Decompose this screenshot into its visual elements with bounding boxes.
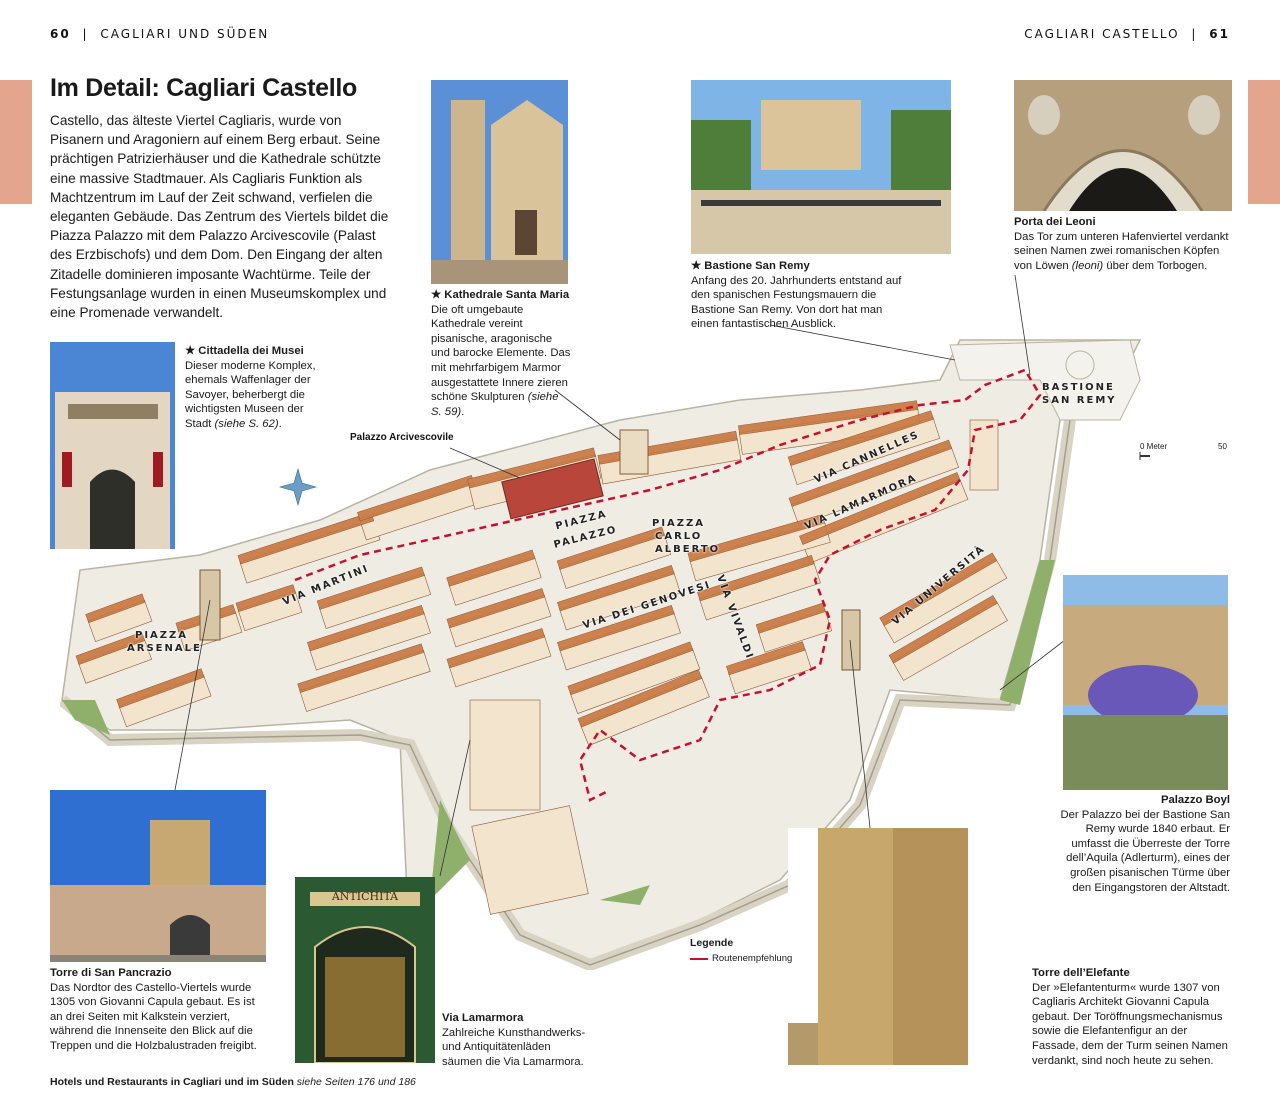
- legend-route-label: Routenempfehlung: [712, 953, 793, 964]
- scale-start: 0 Meter: [1140, 442, 1168, 451]
- grass-patch: [62, 700, 110, 735]
- grass-patch: [600, 885, 650, 905]
- caption-pancrazio: Torre di San Pancrazio Das Nordtor des C…: [50, 966, 270, 1054]
- caption-title: Bastione San Remy: [704, 260, 810, 272]
- label-bastione-1: BASTIONE: [1042, 382, 1115, 393]
- caption-cittadella: ★ Cittadella dei Musei Dieser moderne Ko…: [185, 344, 325, 432]
- bastione-rotunda: [1065, 350, 1095, 380]
- legend-title: Legende: [690, 937, 734, 949]
- photo-elefante: [788, 828, 1015, 1065]
- header-separator: |: [1191, 27, 1198, 41]
- star-icon: ★: [185, 345, 196, 357]
- footer-reference: Hotels und Restaurants in Cagliari und i…: [50, 1076, 416, 1088]
- building-blocks: [75, 400, 1008, 915]
- caption-text-end: über dem Torbogen.: [1106, 259, 1208, 272]
- caption-title: Porta dei Leoni: [1014, 216, 1096, 228]
- caption-elefante: Torre dell’Elefante Der »Elefantenturm« …: [1032, 966, 1232, 1068]
- caption-end: .: [461, 405, 465, 418]
- footer-italic: siehe Seiten 176 und 186: [296, 1076, 416, 1088]
- star-icon: ★: [691, 260, 702, 272]
- caption-text: Dieser moderne Komplex, ehemals Waffenla…: [185, 359, 316, 430]
- footer-bold: Hotels und Restaurants in Cagliari und i…: [50, 1076, 294, 1088]
- label-piazza-carlo-3: ALBERTO: [655, 544, 721, 555]
- compass-rose-icon: [278, 467, 318, 507]
- photo-bastione: [691, 80, 951, 254]
- page-header-right: CAGLIARI CASTELLO | 61: [1024, 27, 1230, 41]
- caption-kathedrale: ★ Kathedrale Santa Maria Die oft umgebau…: [431, 288, 571, 419]
- caption-palazzo-boyl: Palazzo Boyl Der Palazzo bei der Bastion…: [1052, 793, 1230, 895]
- caption-text: Die oft umgebaute Kathedrale vereint pis…: [431, 303, 571, 404]
- legend-route-swatch: [690, 958, 708, 960]
- chapter-tab-right: [1248, 80, 1280, 204]
- photo-lamarmora: ANTICHITÀ: [295, 877, 435, 1063]
- photo-kathedrale: [431, 80, 568, 284]
- caption-title: Kathedrale Santa Maria: [444, 289, 570, 301]
- scale-bar: [1139, 452, 1150, 460]
- photo-pancrazio: [50, 790, 266, 962]
- caption-bastione: ★ Bastione San Remy Anfang des 20. Jahrh…: [691, 259, 911, 332]
- scale-end: 50: [1218, 442, 1227, 451]
- grass-patch: [1000, 560, 1055, 705]
- label-bastione-2: SAN REMY: [1042, 395, 1117, 406]
- caption-title: Torre di San Pancrazio: [50, 967, 172, 979]
- photo-porta-leoni: [1014, 80, 1232, 211]
- caption-text: Das Tor zum unteren Hafenviertel verdank…: [1014, 230, 1229, 272]
- bastione-platform: [949, 339, 1141, 421]
- header-separator: |: [82, 27, 89, 41]
- section-title-left: CAGLIARI UND SÜDEN: [100, 27, 270, 41]
- label-piazza-carlo-1: PIAZZA: [652, 518, 706, 529]
- page-number-right: 61: [1209, 27, 1230, 41]
- label-piazza-arsenale-2: ARSENALE: [127, 643, 202, 654]
- caption-title: Torre dell’Elefante: [1032, 967, 1130, 979]
- page-header-left: 60 | CAGLIARI UND SÜDEN: [50, 27, 269, 41]
- caption-text: Der Palazzo bei der Bastione San Remy wu…: [1060, 808, 1230, 894]
- section-title-right: CAGLIARI CASTELLO: [1024, 27, 1180, 41]
- photo-palazzo-boyl: [1063, 575, 1228, 790]
- intro-text: Castello, das älteste Viertel Cagliaris,…: [50, 113, 389, 321]
- photo-cittadella: [50, 342, 175, 549]
- page-number-left: 60: [50, 27, 71, 41]
- caption-ref: (siehe S. 59): [431, 391, 559, 418]
- antichita-sign: ANTICHITÀ: [331, 890, 399, 903]
- star-icon: ★: [431, 289, 442, 301]
- label-palazzo-arcivescovile: Palazzo Arcivescovile: [350, 432, 454, 443]
- label-piazza-arsenale-1: PIAZZA: [135, 630, 189, 641]
- caption-title: Palazzo Boyl: [1160, 794, 1230, 806]
- label-piazza-carlo-2: CARLO: [655, 531, 703, 542]
- chapter-tab-left: [0, 80, 32, 204]
- caption-porta-leoni: Porta dei Leoni Das Tor zum unteren Hafe…: [1014, 215, 1236, 273]
- page-title: Im Detail: Cagliari Castello: [50, 74, 357, 102]
- caption-title: Cittadella dei Musei: [198, 345, 304, 357]
- caption-title: Via Lamarmora: [442, 1012, 524, 1024]
- caption-end: .: [278, 417, 282, 430]
- caption-italic: (leoni): [1071, 259, 1104, 272]
- caption-text: Zahlreiche Kunsthandwerks- und Antiquitä…: [442, 1026, 586, 1068]
- city-wall-edge: [61, 419, 1071, 966]
- caption-text: Anfang des 20. Jahrhunderts entstand auf…: [691, 274, 902, 331]
- caption-lamarmora: Via Lamarmora Zahlreiche Kunsthandwerks-…: [442, 1011, 587, 1069]
- caption-text: Das Nordtor des Castello-Viertels wurde …: [50, 981, 257, 1052]
- caption-ref: (siehe S. 62): [214, 417, 279, 430]
- caption-text: Der »Elefantenturm« wurde 1307 von Cagli…: [1032, 981, 1228, 1067]
- castello-map: [60, 339, 1150, 970]
- route-line: [294, 368, 1042, 802]
